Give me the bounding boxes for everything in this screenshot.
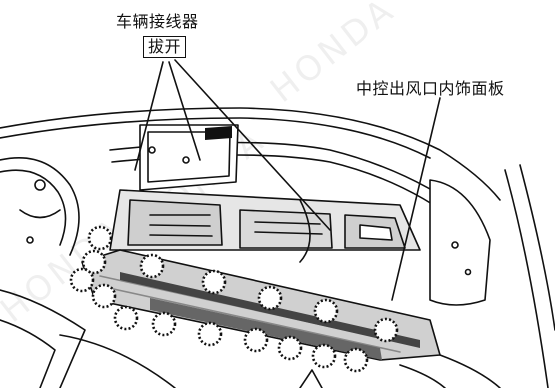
clip-marker xyxy=(113,305,139,331)
clip-marker xyxy=(243,327,269,353)
callout-vehicle-connector: 车辆接线器 xyxy=(116,12,199,31)
callout-center-vent-panel: 中控出风口内饰面板 xyxy=(356,79,505,98)
clip-marker xyxy=(197,321,223,347)
clip-marker xyxy=(313,298,339,324)
clip-marker xyxy=(277,335,303,361)
clip-marker xyxy=(91,283,117,309)
clip-marker xyxy=(311,343,337,369)
clip-marker xyxy=(139,253,165,279)
clip-marker xyxy=(81,249,107,275)
callout-disconnect-box: 拔开 xyxy=(143,36,187,58)
clip-marker xyxy=(373,317,399,343)
clip-marker xyxy=(201,269,227,295)
clip-marker xyxy=(69,267,95,293)
clip-marker xyxy=(257,285,283,311)
clip-marker xyxy=(87,225,113,251)
clip-marker xyxy=(151,311,177,337)
clip-marker xyxy=(343,347,369,373)
